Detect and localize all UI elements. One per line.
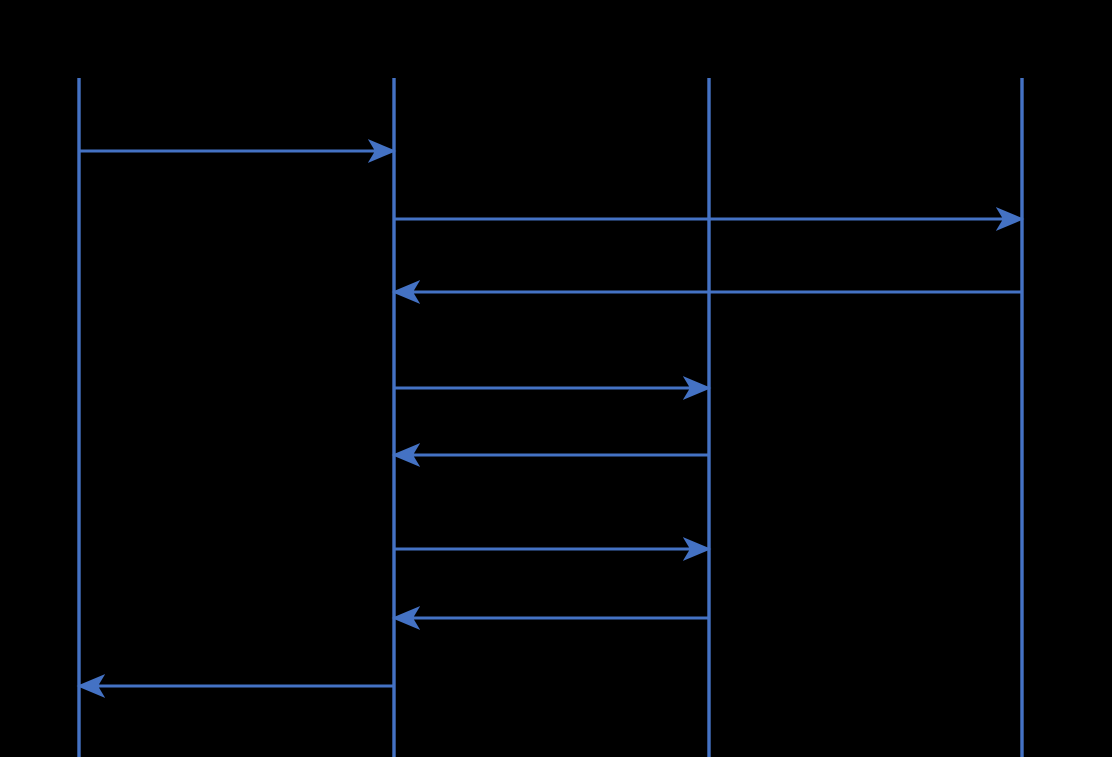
sequence-diagram [76,78,1025,757]
sequence-diagram-canvas [76,78,1025,757]
